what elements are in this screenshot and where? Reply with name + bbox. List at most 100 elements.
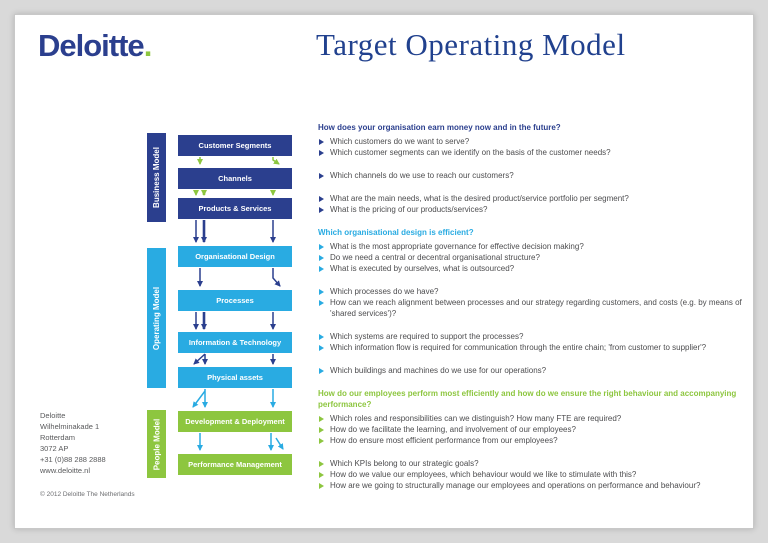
address-website-link[interactable]: www.deloitte.nl	[40, 466, 91, 475]
question-text: Which roles and responsibilities can we …	[330, 414, 622, 423]
business-model-label: Business Model	[152, 147, 161, 208]
address-postcode: 3072 AP	[40, 444, 69, 453]
triangle-right-icon	[319, 367, 324, 374]
address-city: Rotterdam	[40, 433, 76, 442]
triangle-right-icon	[319, 333, 324, 340]
triangle-right-icon	[319, 288, 324, 295]
box-processes: Processes	[178, 290, 292, 311]
question-group: Which KPIs belong to our strategic goals…	[318, 458, 748, 491]
question-text: How do we value our employees, which beh…	[330, 470, 637, 479]
people-model-bar: People Model	[147, 410, 166, 478]
question-text: How are we going to structurally manage …	[330, 481, 701, 490]
box-products-services: Products & Services	[178, 198, 292, 219]
operating-model-label: Operating Model	[152, 286, 161, 350]
question-text: Which customers do we want to serve?	[330, 137, 470, 146]
question-group: What is the most appropriate governance …	[318, 241, 748, 274]
question-item: Do we need a central or decentral organi…	[318, 252, 748, 263]
question-item: How do we facilitate the learning, and i…	[318, 424, 748, 435]
question-text: What is executed by ourselves, what is o…	[330, 264, 515, 273]
questions-panel: How does your organisation earn money no…	[318, 122, 748, 503]
address-street: Wilhelminakade 1	[40, 422, 100, 431]
question-group: Which customers do we want to serve? Whic…	[318, 136, 748, 158]
question-section-header: How do our employees perform most effici…	[318, 389, 737, 409]
triangle-right-icon	[319, 437, 324, 444]
question-item: How do we value our employees, which beh…	[318, 469, 748, 480]
question-text: Which systems are required to support th…	[330, 332, 524, 341]
question-item: Which systems are required to support th…	[318, 331, 748, 342]
question-section-header: How does your organisation earn money no…	[318, 123, 561, 132]
address-phone: +31 (0)88 288 2888	[40, 455, 106, 464]
question-group: Which buildings and machines do we use f…	[318, 365, 748, 376]
box-information-technology: Information & Technology	[178, 332, 292, 353]
question-item: What is the pricing of our products/serv…	[318, 204, 748, 215]
question-text: How do ensure most efficient performance…	[330, 436, 558, 445]
question-text: Which customer segments can we identify …	[330, 148, 611, 157]
triangle-right-icon	[319, 149, 324, 156]
arrow-dd-pm-right-diagonal	[275, 437, 284, 450]
question-item: How do ensure most efficient performance…	[318, 435, 748, 446]
triangle-right-icon	[319, 415, 324, 422]
triangle-right-icon	[319, 299, 324, 306]
question-text: What is the pricing of our products/serv…	[330, 205, 488, 214]
arrow-cs-channels-right-bent	[272, 157, 280, 165]
people-model-label: People Model	[152, 418, 161, 470]
question-group: Which processes do we have? How can we re…	[318, 286, 748, 319]
question-item: Which buildings and machines do we use f…	[318, 365, 748, 376]
triangle-right-icon	[319, 172, 324, 179]
question-group: Which channels do we use to reach our cu…	[318, 170, 748, 181]
triangle-right-icon	[319, 206, 324, 213]
question-text: Which buildings and machines do we use f…	[330, 366, 547, 375]
copyright-notice: © 2012 Deloitte The Netherlands	[40, 491, 135, 498]
question-section-header: Which organisational design is efficient…	[318, 228, 474, 237]
logo-text: Deloitte	[38, 28, 145, 63]
box-customer-segments: Customer Segments	[178, 135, 292, 156]
box-development-deployment: Development & Deployment	[178, 411, 292, 432]
triangle-right-icon	[319, 138, 324, 145]
question-item: Which roles and responsibilities can we …	[318, 413, 748, 424]
address-company: Deloitte	[40, 411, 66, 420]
question-section: How do our employees perform most effici…	[318, 388, 748, 491]
question-text: What are the main needs, what is the des…	[330, 194, 629, 203]
question-item: How can we reach alignment between proce…	[318, 297, 748, 319]
question-section: How does your organisation earn money no…	[318, 122, 748, 215]
question-item: How are we going to structurally manage …	[318, 480, 748, 491]
question-item: Which processes do we have?	[318, 286, 748, 297]
box-channels: Channels	[178, 168, 292, 189]
triangle-right-icon	[319, 482, 324, 489]
deloitte-logo: Deloitte.	[38, 28, 152, 64]
question-group: Which systems are required to support th…	[318, 331, 748, 353]
question-group: Which roles and responsibilities can we …	[318, 413, 748, 446]
box-physical-assets: Physical assets	[178, 367, 292, 388]
triangle-right-icon	[319, 254, 324, 261]
business-model-bar: Business Model	[147, 133, 166, 222]
triangle-right-icon	[319, 195, 324, 202]
box-organisational-design: Organisational Design	[178, 246, 292, 267]
question-text: Which channels do we use to reach our cu…	[330, 171, 514, 180]
logo-green-dot: .	[143, 28, 153, 63]
document-page	[14, 14, 754, 529]
question-item: Which channels do we use to reach our cu…	[318, 170, 748, 181]
question-item: What are the main needs, what is the des…	[318, 193, 748, 204]
question-item: Which KPIs belong to our strategic goals…	[318, 458, 748, 469]
address-block: Deloitte Wilhelminakade 1 Rotterdam 3072…	[40, 410, 106, 476]
question-text: Which KPIs belong to our strategic goals…	[330, 459, 479, 468]
question-item: Which customer segments can we identify …	[318, 147, 748, 158]
triangle-right-icon	[319, 471, 324, 478]
triangle-right-icon	[319, 460, 324, 467]
arrow-it-pa-diagonal	[193, 353, 206, 365]
question-text: Which processes do we have?	[330, 287, 439, 296]
operating-model-bar: Operating Model	[147, 248, 166, 388]
question-item: Which customers do we want to serve?	[318, 136, 748, 147]
question-section: Which organisational design is efficient…	[318, 227, 748, 376]
page-title: Target Operating Model	[316, 27, 626, 62]
question-item: Which information flow is required for c…	[318, 342, 748, 353]
box-performance-management: Performance Management	[178, 454, 292, 475]
question-group: What are the main needs, what is the des…	[318, 193, 748, 215]
arrow-pa-dd-diagonal	[192, 390, 206, 408]
triangle-right-icon	[319, 426, 324, 433]
arrow-od-pr-right-bent	[272, 268, 281, 287]
triangle-right-icon	[319, 344, 324, 351]
question-text: How can we reach alignment between proce…	[330, 298, 742, 318]
question-text: Which information flow is required for c…	[330, 343, 707, 352]
question-item: What is executed by ourselves, what is o…	[318, 263, 748, 274]
